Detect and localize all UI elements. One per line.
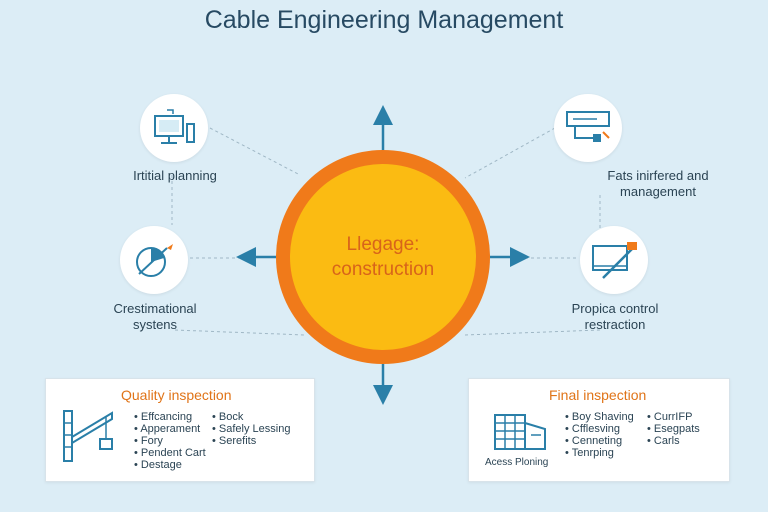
propica-control-label-line1: Propica control xyxy=(571,301,659,316)
final-inspection-panel: Final inspection Acess Ploning Boy Shavi… xyxy=(468,378,730,482)
central-hub: Llegage: construction xyxy=(276,150,490,364)
list-item: Safely Lessing xyxy=(212,423,291,435)
propica-control-label: Propica control restraction xyxy=(535,301,695,333)
list-item: Boy Shaving xyxy=(565,411,634,423)
dashed-connector-top-right xyxy=(464,127,556,179)
final-inspection-caption: Acess Ploning xyxy=(485,457,549,468)
monitor-crane-icon xyxy=(592,242,637,279)
dashed-connector-bottom-right xyxy=(464,329,601,336)
estimation-systems-label-line1: Crestimational xyxy=(113,301,197,316)
fats-management-label: Fats inirfered and management xyxy=(583,168,733,200)
list-item: Cfflesving xyxy=(565,423,634,435)
building-icon xyxy=(494,414,546,450)
crane-icon xyxy=(63,410,113,462)
list-item: CurrIFP xyxy=(647,411,700,423)
quality-inspection-list-col2: Bock Safely Lessing Serefits xyxy=(212,411,291,447)
dashed-connector-top-left xyxy=(209,127,301,176)
hub-title-line1: Llegage: xyxy=(346,234,420,255)
list-item: Carls xyxy=(647,435,700,447)
fats-management-label-line2: management xyxy=(620,184,696,199)
list-item: Effcancing xyxy=(134,411,206,423)
fats-management-label-line1: Fats inirfered and xyxy=(607,168,709,183)
central-hub-inner: Llegage: construction xyxy=(290,164,476,350)
chart-pencil-icon xyxy=(136,244,173,277)
final-inspection-list-col2: CurrIFP Esegpats Carls xyxy=(647,411,700,447)
propica-control-node xyxy=(580,226,648,294)
list-item: Tenrping xyxy=(565,447,634,459)
propica-control-label-line2: restraction xyxy=(584,317,646,332)
computer-monitor-icon xyxy=(154,109,195,144)
page-title: Cable Engineering Management xyxy=(204,6,564,34)
list-item: Serefits xyxy=(212,435,290,447)
list-item: Esegpats xyxy=(647,423,700,435)
quality-inspection-panel: Quality inspection Effcancing Apperament… xyxy=(45,378,315,482)
estimation-systems-label: Crestimational systens xyxy=(80,301,230,333)
quality-inspection-list-col1: Effcancing Apperament Fory Pendent Cart … xyxy=(134,411,206,471)
hub-title-line2: construction xyxy=(331,259,435,280)
estimation-systems-node xyxy=(120,226,188,294)
list-item: Destage xyxy=(134,459,206,471)
list-item: Apperament xyxy=(134,423,206,435)
quality-inspection-title: Quality inspection xyxy=(121,387,232,403)
list-item: Bock xyxy=(212,411,290,423)
initial-planning-node xyxy=(140,94,208,162)
list-item: Fory xyxy=(134,435,206,447)
estimation-systems-label-line2: systens xyxy=(132,317,178,332)
initial-planning-label: Irtitial planning xyxy=(133,168,217,183)
dashed-connector-bottom-left xyxy=(174,329,306,336)
list-item: Cenneting xyxy=(565,435,634,447)
fats-management-node xyxy=(554,94,622,162)
final-inspection-title: Final inspection xyxy=(549,387,647,403)
network-diagram-icon xyxy=(566,111,610,142)
final-inspection-list-col1: Boy Shaving Cfflesving Cenneting Tenrpin… xyxy=(565,411,634,459)
list-item: Pendent Cart xyxy=(134,447,206,459)
